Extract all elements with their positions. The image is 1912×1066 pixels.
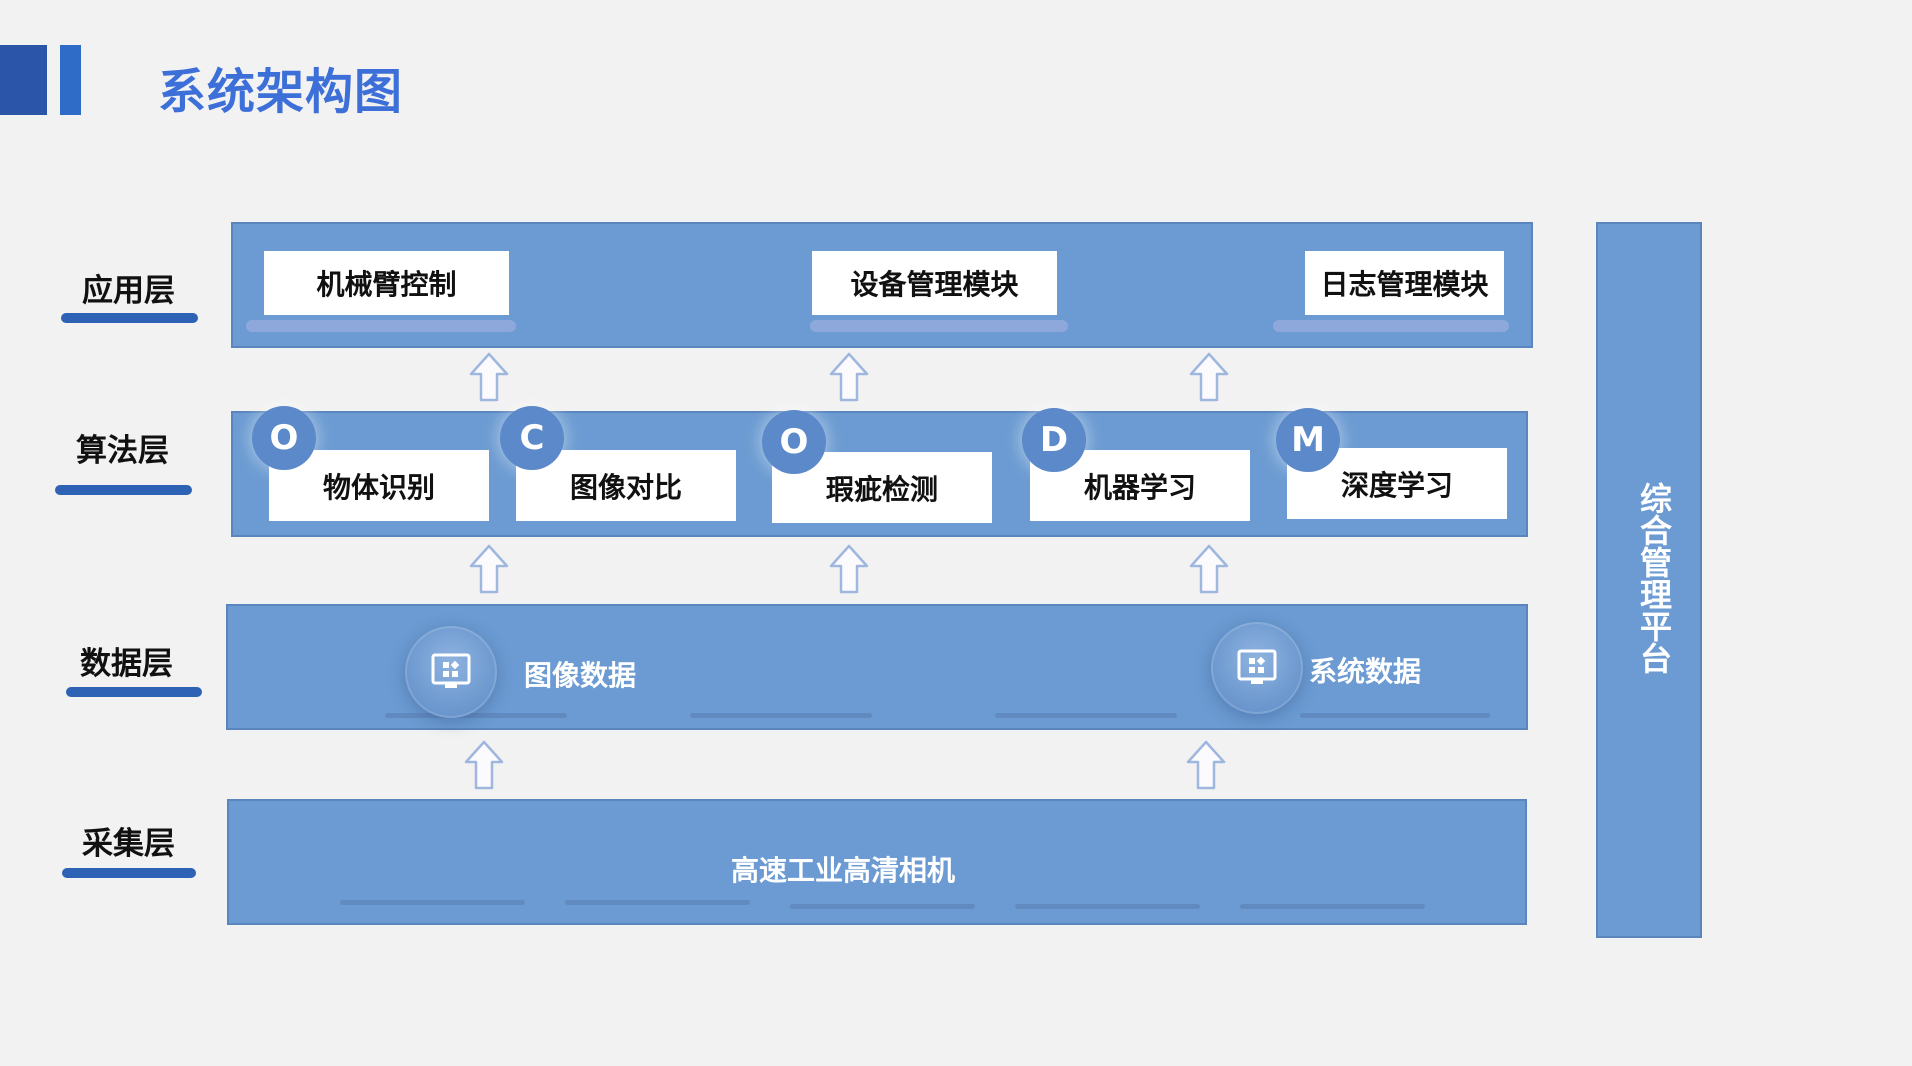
decorative-line bbox=[995, 713, 1177, 718]
management-platform-label: 综合管理平台 bbox=[1635, 482, 1673, 674]
layer-label-data: 数据层 bbox=[80, 646, 173, 682]
layer-underline-app bbox=[61, 313, 198, 323]
decorative-line bbox=[565, 900, 750, 905]
app-module-shadow bbox=[246, 320, 516, 332]
title-accent-bar bbox=[60, 45, 81, 115]
collect-device-label: 高速工业高清相机 bbox=[731, 854, 956, 887]
decorative-line bbox=[385, 713, 567, 718]
algo-badge: O bbox=[762, 410, 826, 474]
algo-badge: M bbox=[1276, 408, 1340, 472]
up-arrow-icon bbox=[1189, 544, 1229, 594]
algo-module-object-recognition[interactable]: 物体识别 bbox=[269, 450, 489, 521]
algo-badge: D bbox=[1022, 408, 1086, 472]
algo-badge: C bbox=[500, 406, 564, 470]
up-arrow-icon bbox=[469, 352, 509, 402]
layer-underline-data bbox=[66, 687, 202, 697]
decorative-line bbox=[790, 904, 975, 909]
decorative-line bbox=[340, 900, 525, 905]
algo-module-defect-detection[interactable]: 瑕疵检测 bbox=[772, 452, 992, 523]
monitor-icon bbox=[431, 653, 471, 688]
layer-underline-algo bbox=[55, 485, 192, 495]
image-data-icon-circle bbox=[405, 626, 497, 718]
monitor-icon bbox=[1237, 649, 1277, 684]
up-arrow-icon bbox=[829, 352, 869, 402]
up-arrow-icon bbox=[1186, 740, 1226, 790]
up-arrow-icon bbox=[469, 544, 509, 594]
data-item-image: 图像数据 bbox=[524, 659, 637, 692]
decorative-line bbox=[690, 713, 872, 718]
layer-label-collect: 采集层 bbox=[82, 826, 175, 862]
decorative-line bbox=[1240, 904, 1425, 909]
layer-underline-collect bbox=[62, 868, 196, 878]
collect-layer-panel bbox=[227, 799, 1527, 925]
decorative-line bbox=[1300, 713, 1490, 718]
app-module-shadow bbox=[1273, 320, 1509, 332]
decorative-line bbox=[1015, 904, 1200, 909]
app-module-device-management[interactable]: 设备管理模块 bbox=[812, 251, 1057, 315]
layer-label-algo: 算法层 bbox=[76, 433, 169, 469]
algo-badge: O bbox=[252, 406, 316, 470]
app-module-log-management[interactable]: 日志管理模块 bbox=[1305, 251, 1504, 315]
page-title: 系统架构图 bbox=[158, 64, 404, 120]
layer-label-app: 应用层 bbox=[82, 273, 175, 309]
app-module-arm-control[interactable]: 机械臂控制 bbox=[264, 251, 509, 315]
up-arrow-icon bbox=[464, 740, 504, 790]
system-data-icon-circle bbox=[1211, 622, 1303, 714]
up-arrow-icon bbox=[829, 544, 869, 594]
title-accent-block bbox=[0, 45, 47, 115]
management-platform-panel bbox=[1596, 222, 1702, 938]
app-module-shadow bbox=[810, 320, 1068, 332]
data-item-system: 系统数据 bbox=[1309, 655, 1422, 688]
up-arrow-icon bbox=[1189, 352, 1229, 402]
